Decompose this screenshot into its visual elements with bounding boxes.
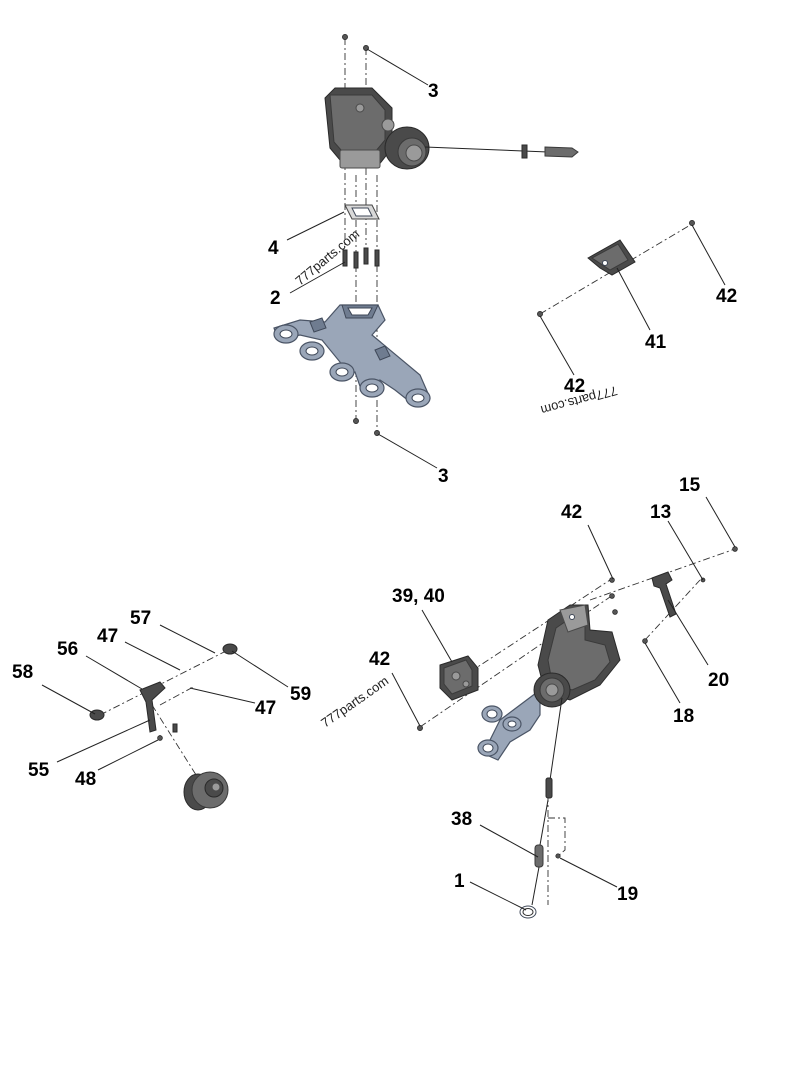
callout-42-a[interactable]: 42 bbox=[716, 286, 737, 307]
exhaust-manifold-part[interactable] bbox=[273, 304, 431, 408]
top-assembly bbox=[273, 34, 579, 436]
bolt-icon[interactable] bbox=[555, 853, 561, 859]
bolt-icon[interactable] bbox=[612, 609, 618, 615]
support-bracket-part[interactable] bbox=[651, 571, 677, 618]
bolt-icon[interactable] bbox=[342, 34, 348, 40]
left-assembly bbox=[41, 624, 289, 811]
gasket-part[interactable] bbox=[344, 204, 380, 220]
bolt-icon[interactable] bbox=[732, 546, 738, 552]
turbo-manifold-assembly-part[interactable] bbox=[477, 604, 621, 761]
bracket-assembly bbox=[537, 220, 726, 376]
bolt-icon[interactable] bbox=[609, 593, 615, 599]
callout-2[interactable]: 2 bbox=[270, 288, 281, 309]
bolt-icon[interactable] bbox=[609, 577, 615, 583]
callout-4[interactable]: 4 bbox=[268, 238, 279, 259]
callout-38[interactable]: 38 bbox=[451, 809, 472, 830]
callout-41[interactable]: 41 bbox=[645, 332, 667, 353]
callout-3-top[interactable]: 3 bbox=[428, 81, 439, 102]
bolt-icon[interactable] bbox=[157, 735, 163, 741]
bolt-icon[interactable] bbox=[417, 725, 423, 731]
pin-part[interactable] bbox=[172, 723, 178, 733]
watermark-text: 777parts.com bbox=[292, 226, 362, 288]
nut-icon[interactable] bbox=[353, 418, 359, 424]
callout-15[interactable]: 15 bbox=[679, 475, 701, 496]
callout-19[interactable]: 19 bbox=[617, 884, 638, 905]
wastegate-rod-part[interactable] bbox=[424, 144, 579, 159]
turbocharger-part[interactable] bbox=[324, 87, 430, 170]
callout-42-c[interactable]: 42 bbox=[561, 502, 582, 523]
callout-47-a[interactable]: 47 bbox=[97, 626, 118, 647]
top-leader-lines bbox=[286, 48, 438, 469]
callout-18[interactable]: 18 bbox=[673, 706, 694, 727]
bolt-icon[interactable] bbox=[642, 638, 648, 644]
callout-42-b[interactable]: 42 bbox=[564, 376, 585, 397]
hose-part[interactable] bbox=[531, 697, 563, 906]
callout-13[interactable]: 13 bbox=[650, 502, 671, 523]
lever-part[interactable] bbox=[139, 681, 166, 733]
callout-39-40[interactable]: 39, 40 bbox=[392, 586, 445, 607]
callout-58[interactable]: 58 bbox=[12, 662, 33, 683]
actuator-part[interactable] bbox=[439, 655, 479, 701]
pulley-part[interactable] bbox=[183, 771, 229, 811]
callout-20[interactable]: 20 bbox=[708, 670, 729, 691]
stud-set-part[interactable] bbox=[342, 247, 380, 269]
callout-55[interactable]: 55 bbox=[28, 760, 50, 781]
watermark-text: 777parts.com bbox=[318, 673, 391, 730]
bolt-icon[interactable] bbox=[537, 311, 543, 317]
callout-1[interactable]: 1 bbox=[454, 871, 465, 892]
plug-part[interactable] bbox=[89, 709, 105, 721]
bracket-part[interactable] bbox=[587, 239, 636, 276]
callout-56[interactable]: 56 bbox=[57, 639, 78, 660]
callout-59[interactable]: 59 bbox=[290, 684, 311, 705]
callout-47-b[interactable]: 47 bbox=[255, 698, 276, 719]
bolt-icon[interactable] bbox=[689, 220, 695, 226]
callout-57[interactable]: 57 bbox=[130, 608, 151, 629]
callout-labels: 3 4 2 3 42 41 42 15 13 42 39, 40 42 20 1… bbox=[12, 81, 737, 905]
right-assembly bbox=[391, 496, 738, 919]
callout-3-bottom[interactable]: 3 bbox=[438, 466, 449, 487]
callout-42-d[interactable]: 42 bbox=[369, 649, 390, 670]
callout-48[interactable]: 48 bbox=[75, 769, 96, 790]
